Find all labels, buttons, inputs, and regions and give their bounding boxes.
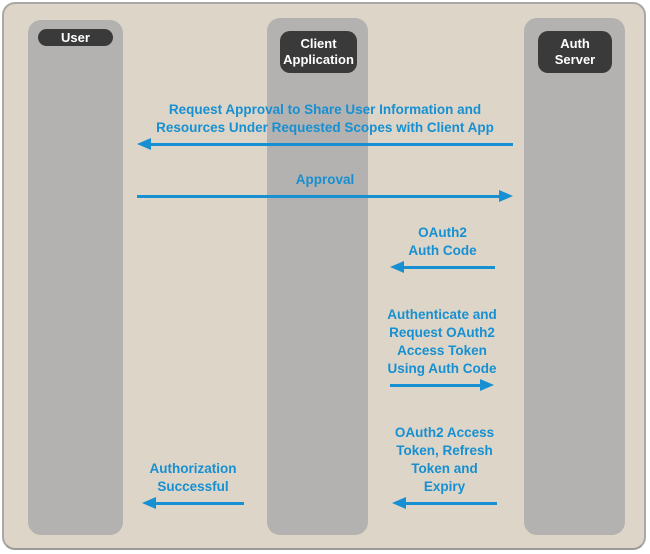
message-label: Authorization Successful <box>149 461 237 494</box>
arrow-shaft <box>152 502 244 505</box>
arrow-left-icon <box>137 138 513 150</box>
arrow-left-icon <box>390 261 495 273</box>
message-request-approval: Request Approval to Share User Informati… <box>137 101 513 150</box>
actor-label-client-application: Client Application <box>280 31 357 73</box>
arrowhead-icon <box>392 497 406 509</box>
lifeline-client-application <box>267 18 368 535</box>
message-label: Approval <box>295 172 355 187</box>
message-authorization-successful: Authorization Successful <box>142 460 244 509</box>
arrow-left-icon <box>142 497 244 509</box>
arrow-right-icon <box>390 379 494 391</box>
arrowhead-icon <box>390 261 404 273</box>
actor-label-user: User <box>38 29 113 46</box>
arrowhead-icon <box>480 379 494 391</box>
message-label: OAuth2 Access Token, Refresh Token and E… <box>394 425 495 494</box>
arrow-shaft <box>400 266 495 269</box>
message-access-refresh-token-expiry: OAuth2 Access Token, Refresh Token and E… <box>392 424 497 509</box>
arrow-shaft <box>390 384 484 387</box>
arrow-shaft <box>137 195 503 198</box>
lifeline-auth-server <box>524 18 625 535</box>
message-authenticate-request-token: Authenticate and Request OAuth2 Access T… <box>387 306 497 391</box>
arrow-shaft <box>402 502 497 505</box>
message-approval: Approval <box>137 171 513 202</box>
arrow-right-icon <box>137 190 513 202</box>
message-label: Request Approval to Share User Informati… <box>156 102 494 135</box>
message-label: OAuth2 Auth Code <box>408 225 477 258</box>
message-oauth2-auth-code: OAuth2 Auth Code <box>390 224 495 273</box>
arrow-left-icon <box>392 497 497 509</box>
lifeline-user <box>28 20 123 535</box>
arrow-shaft <box>147 143 513 146</box>
arrowhead-icon <box>142 497 156 509</box>
message-label: Authenticate and Request OAuth2 Access T… <box>387 307 497 376</box>
arrowhead-icon <box>499 190 513 202</box>
arrowhead-icon <box>137 138 151 150</box>
actor-label-auth-server: Auth Server <box>538 31 612 73</box>
